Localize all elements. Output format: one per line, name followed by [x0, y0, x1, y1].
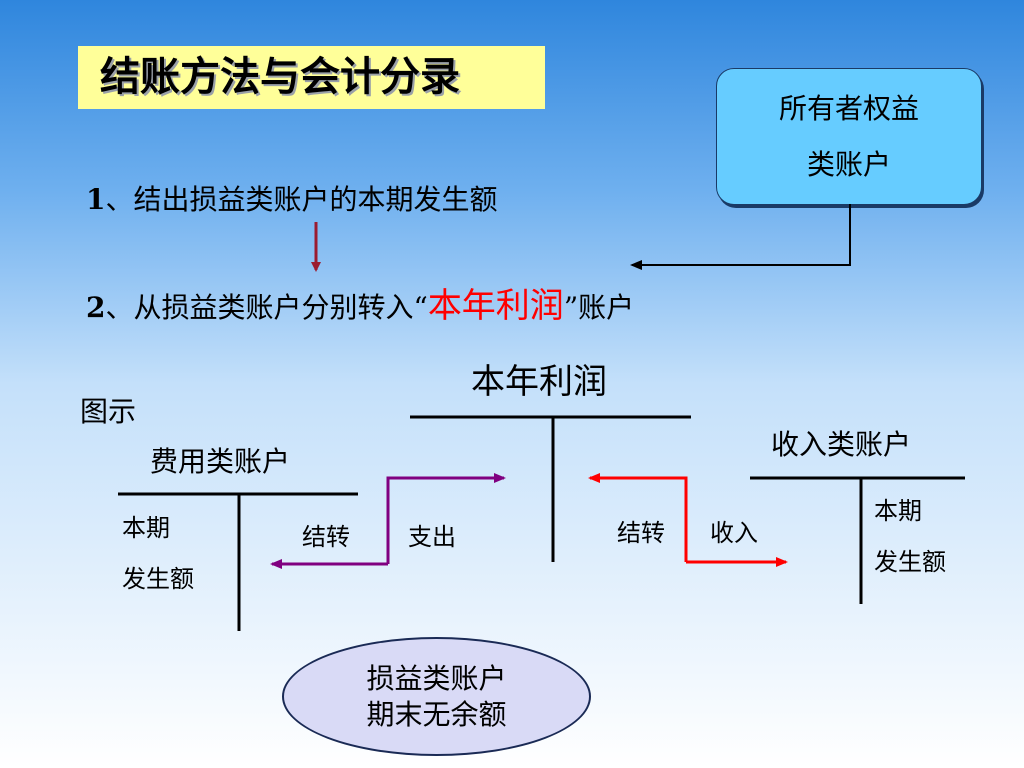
title-box — [78, 46, 545, 109]
slide-title: 结账方法与会计分录 — [100, 53, 460, 100]
expense-amount-line1: 本期 — [122, 514, 170, 542]
expense-amount-line2: 发生额 — [122, 565, 194, 593]
step-2: 2、从损益类账户分别转入“本年利润”账户 — [86, 288, 634, 326]
step-2-highlight: 本年利润 — [427, 286, 564, 326]
right-transfer-label: 结转 — [617, 519, 665, 547]
step-1-number: 1 — [86, 183, 106, 216]
left-transfer-label: 结转 — [302, 523, 350, 551]
arrow-right-icon — [386, 473, 506, 564]
income-amount-line1: 本期 — [874, 497, 922, 525]
owner-equity-box: 所有者权益 类账户 — [716, 68, 982, 205]
step-1-text: 、结出损益类账户的本期发生额 — [105, 183, 498, 216]
conclusion-line2: 期末无余额 — [366, 697, 507, 731]
step-1: 1、结出损益类账户的本期发生额 — [86, 182, 498, 218]
expense-side-label: 支出 — [408, 523, 456, 551]
income-transfer-left-arrow — [588, 473, 688, 562]
expense-account-title: 费用类账户 — [150, 445, 291, 478]
income-amount-line2: 发生额 — [874, 548, 946, 576]
step-2-number: 2 — [86, 291, 106, 324]
owner-equity-line1: 所有者权益 — [778, 91, 919, 125]
step-2-text-after: ”账户 — [563, 291, 635, 324]
income-account-title: 收入类账户 — [771, 428, 912, 461]
profit-account-title: 本年利润 — [471, 362, 607, 402]
income-side-label: 收入 — [710, 519, 758, 547]
step-2-text-before: 、从损益类账户分别转入“ — [105, 291, 428, 324]
owner-equity-line2: 类账户 — [806, 147, 891, 181]
conclusion-line1: 损益类账户 — [366, 661, 507, 695]
arrow-left-icon — [630, 204, 851, 270]
diagram-label: 图示 — [80, 395, 137, 428]
conclusion-ellipse: 损益类账户 期末无余额 — [282, 637, 591, 756]
